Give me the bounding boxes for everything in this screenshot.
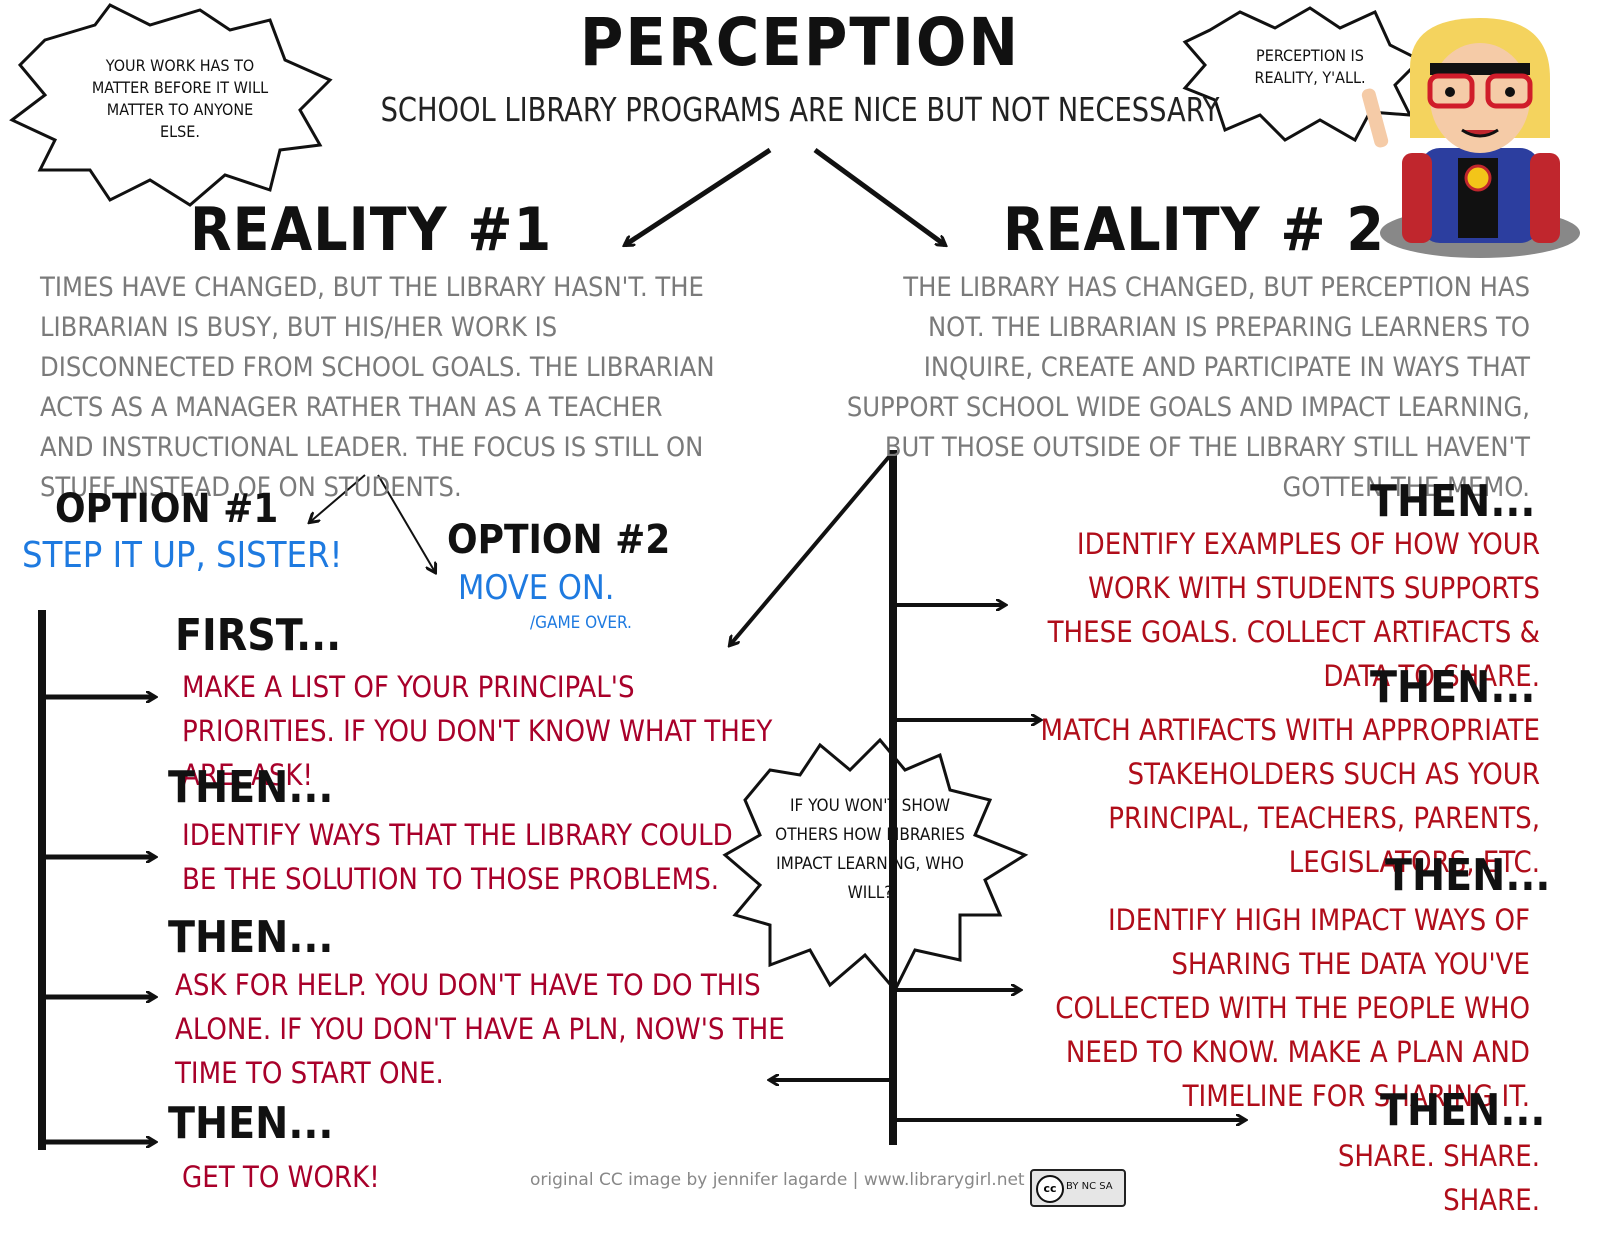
r1-step4-text: GET TO WORK! bbox=[182, 1160, 380, 1194]
reality2-heading: REALITY # 2 bbox=[1003, 195, 1385, 265]
r2-step2-text: MATCH ARTIFACTS WITH APPROPRIATE STAKEHO… bbox=[1040, 713, 1540, 879]
page-subtitle: SCHOOL LIBRARY PROGRAMS ARE NICE BUT NOT… bbox=[380, 90, 1220, 129]
r1-step2-text: IDENTIFY WAYS THAT THE LIBRARY COULD BE … bbox=[182, 818, 733, 896]
option2-text: MOVE ON. bbox=[458, 568, 615, 608]
cc-icon: cc bbox=[1036, 1175, 1064, 1203]
cc-license-badge: cc BY NC SA bbox=[1030, 1169, 1126, 1207]
r1-step2-label: THEN... bbox=[168, 762, 334, 813]
page-title: PERCEPTION bbox=[579, 4, 1021, 81]
r1-step3-label: THEN... bbox=[168, 912, 334, 963]
r1-step1-label: FIRST... bbox=[175, 610, 342, 661]
r2-step3-text: IDENTIFY HIGH IMPACT WAYS OF SHARING THE… bbox=[1055, 903, 1530, 1113]
cc-license-text: BY NC SA bbox=[1066, 1181, 1113, 1192]
r1-step3-text: ASK FOR HELP. YOU DON'T HAVE TO DO THIS … bbox=[175, 968, 785, 1090]
reality1-text: TIMES HAVE CHANGED, BUT THE LIBRARY HASN… bbox=[40, 272, 715, 503]
r2-step2-label: THEN... bbox=[1370, 662, 1536, 713]
option2-note: /GAME OVER. bbox=[530, 613, 632, 633]
bubble-top-left-text: YOUR WORK HAS TO MATTER BEFORE IT WILL M… bbox=[91, 56, 269, 141]
option1-text: STEP IT UP, SISTER! bbox=[22, 535, 343, 576]
footer-credit: original CC image by jennifer lagarde | … bbox=[530, 1170, 1025, 1190]
option1-label: OPTION #1 bbox=[55, 486, 279, 532]
reality2-text: THE LIBRARY HAS CHANGED, BUT PERCEPTION … bbox=[846, 272, 1530, 503]
option2-label: OPTION #2 bbox=[447, 517, 671, 563]
librarygirl-character bbox=[1361, 18, 1580, 258]
r1-step1-text: MAKE A LIST OF YOUR PRINCIPAL'S PRIORITI… bbox=[182, 670, 773, 792]
r2-step1-label: THEN... bbox=[1370, 476, 1536, 527]
bubble-top-right-text: PERCEPTION IS REALITY, Y'ALL. bbox=[1254, 46, 1366, 87]
bubble-center-text: IF YOU WON'T SHOW OTHERS HOW LIBRARIES I… bbox=[775, 796, 965, 903]
r2-step4-text: SHARE. SHARE. SHARE. bbox=[1337, 1139, 1540, 1217]
r1-step4-label: THEN... bbox=[168, 1098, 334, 1149]
r2-step1-text: IDENTIFY EXAMPLES OF HOW YOUR WORK WITH … bbox=[1047, 527, 1540, 693]
r2-step4-label: THEN... bbox=[1380, 1085, 1546, 1136]
r2-step3-label: THEN... bbox=[1385, 850, 1551, 901]
bubble-top-left-shape bbox=[9, 3, 333, 207]
reality1-heading: REALITY #1 bbox=[190, 195, 553, 265]
